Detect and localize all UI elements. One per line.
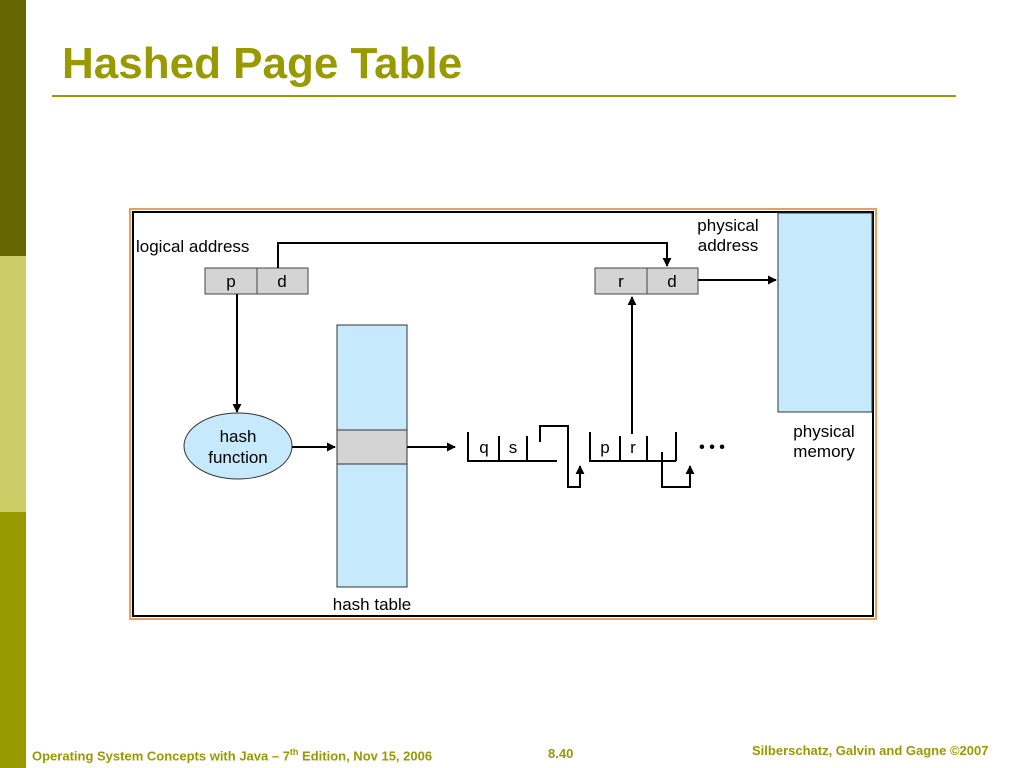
- physical-address-label-line2: address: [698, 236, 758, 255]
- chain-node-1: [467, 425, 585, 488]
- logical-field-d-label: d: [277, 272, 286, 291]
- title-underline: [52, 95, 956, 97]
- hash-table-label: hash table: [333, 595, 411, 614]
- hash-function-label-line2: function: [208, 448, 268, 467]
- chain-node-1-field-s: s: [509, 438, 518, 457]
- sidebar-band-bottom: [0, 512, 26, 768]
- offset-copy-arrow: [277, 242, 672, 268]
- footer-book-title-prefix: Operating System Concepts with Java – 7: [32, 748, 290, 764]
- footer-book-title-superscript: th: [289, 747, 299, 757]
- physical-field-d: [646, 267, 699, 295]
- footer-page-number: 8.40: [548, 746, 574, 761]
- diagram-frame-outer: [129, 208, 877, 620]
- chain-node-1-field-q: q: [479, 438, 488, 457]
- logical-address-label: logical address: [136, 237, 249, 256]
- physical-field-r-label: r: [618, 272, 624, 291]
- logical-field-p-label: p: [226, 272, 235, 291]
- physical-memory-block: [777, 212, 873, 413]
- slide-title: Hashed Page Table: [62, 39, 463, 88]
- hash-function-ellipse: [183, 412, 293, 480]
- physical-memory-label-line1: physical: [793, 422, 854, 441]
- physical-field-d-label: d: [667, 272, 676, 291]
- hash-table-selected-entry: [336, 429, 408, 465]
- chain-node-2-field-p: p: [600, 438, 609, 457]
- hash-function-label-line1: hash: [220, 427, 257, 446]
- physical-address-label-line1: physical: [697, 216, 758, 235]
- footer-book-title-suffix: Edition, Nov 15, 2006: [298, 748, 433, 764]
- physical-memory-label-line2: memory: [793, 442, 855, 461]
- chain-node-2-field-r: r: [630, 438, 636, 457]
- footer-authors: Silberschatz, Galvin and Gagne ©2007: [752, 743, 989, 758]
- sidebar-band-middle: [0, 256, 26, 512]
- chain-node-2: [589, 432, 695, 488]
- logical-field-d: [256, 267, 309, 295]
- chain-ellipsis: • • •: [699, 439, 725, 456]
- footer-book-title: Operating System Concepts with Java – 7t…: [32, 747, 432, 763]
- sidebar-band-top: [0, 0, 26, 256]
